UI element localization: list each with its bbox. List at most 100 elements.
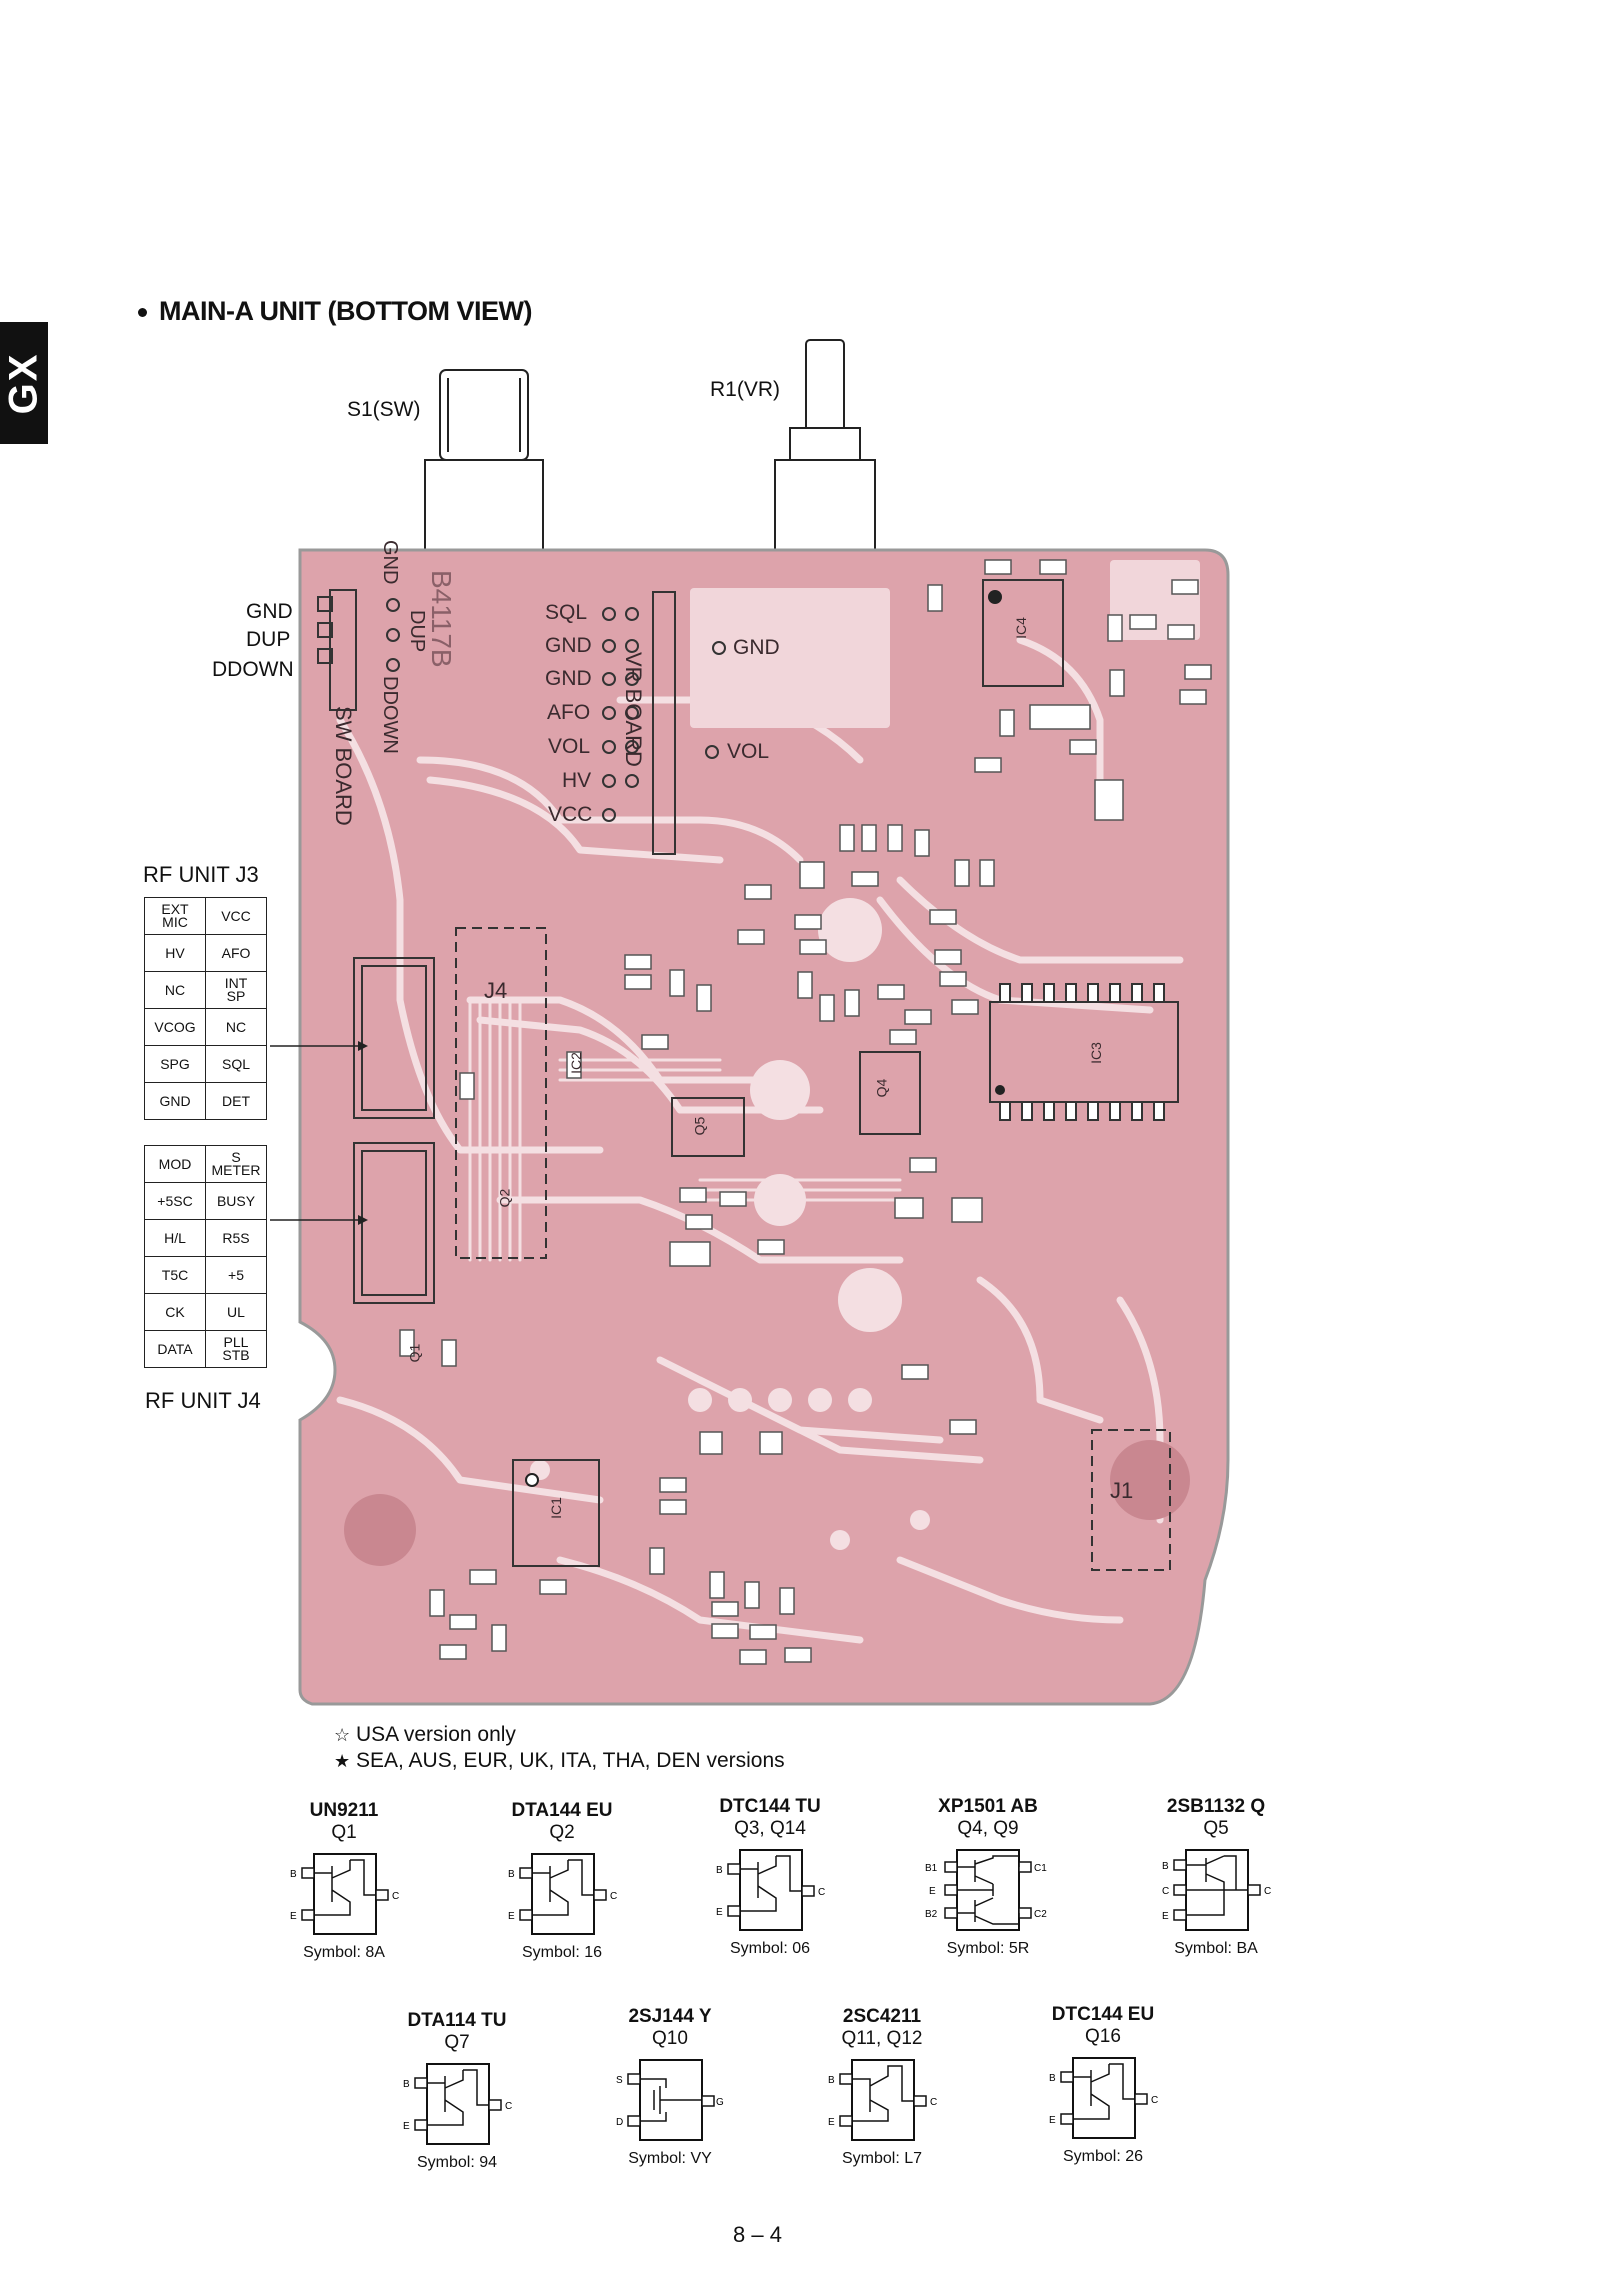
pin-label: C: [930, 2097, 937, 2108]
pin-cell: SPG: [144, 1045, 206, 1083]
pad-label-dup: DUP: [246, 628, 291, 651]
pin-label: C: [1151, 2095, 1158, 2106]
transistor-package-icon: B E C: [508, 1853, 617, 1935]
transistor-q11-q12: 2SC4211 Q11, Q12 B E C Symbol: L7: [792, 2006, 972, 2168]
transistor-package-icon: B E C: [716, 1849, 825, 1931]
pin-cell: VCC: [205, 897, 267, 935]
pin-label: E: [828, 2117, 835, 2128]
vr-pin-vol: VOL: [548, 735, 591, 758]
q1-label: Q1: [406, 1343, 423, 1363]
pin-label: E: [403, 2121, 410, 2132]
table-row: T5C+5: [144, 1256, 267, 1294]
marking-symbol: Symbol: VY: [628, 2150, 712, 2167]
vr-pin-gnd-2: GND: [545, 667, 592, 690]
marking-symbol: Symbol: BA: [1174, 1940, 1258, 1957]
pin-label: E: [929, 1886, 936, 1897]
pin-label: D: [616, 2117, 623, 2128]
transistor-package-icon: B E C: [828, 2059, 937, 2141]
pin-cell: S METER: [205, 1145, 267, 1183]
pin-cell: AFO: [205, 934, 267, 972]
leader-lines: [270, 1041, 368, 1225]
pin-label: E: [716, 1907, 723, 1918]
pin-label: B: [1049, 2073, 1056, 2084]
pin-cell: H/L: [144, 1219, 206, 1257]
vr-board-label: VR BOARD: [621, 652, 646, 767]
pin-cell: +5: [205, 1256, 267, 1294]
transistor-package-icon: B E C: [290, 1853, 399, 1935]
pin-label: E: [1162, 1911, 1169, 1922]
q5-label: Q5: [691, 1116, 708, 1136]
pcb-diagram: [298, 339, 1230, 1706]
marking-symbol: Symbol: L7: [841, 2150, 923, 2167]
part-number: UN9211: [309, 1800, 379, 1821]
vr-pin-sql: SQL: [545, 601, 588, 624]
transistor-package-icon: B E C: [403, 2063, 512, 2145]
pin-label: B: [1162, 1861, 1169, 1872]
transistor-q16: DTC144 EU Q16 B E C Symbol: 26: [1013, 2004, 1193, 2166]
page-number: 8 – 4: [733, 2222, 782, 2247]
section-title-text: MAIN-A UNIT (BOTTOM VIEW): [159, 296, 532, 326]
transistor-package-icon: S D G: [616, 2059, 724, 2141]
pin-cell: NC: [144, 971, 206, 1009]
ic1-label: IC1: [547, 1497, 564, 1519]
note-text: USA version only: [356, 1723, 516, 1746]
vr-pin-vcc: VCC: [548, 803, 593, 826]
pin-cell: +5SC: [144, 1182, 206, 1220]
pin-label: B1: [925, 1863, 938, 1874]
sw-pin-dup: DUP: [406, 610, 428, 653]
board-code: B4117B: [426, 570, 457, 668]
vr-pin-hv: HV: [562, 769, 592, 792]
transistor-q5: 2SB1132 Q Q5 B C E C Symbol: BA: [1126, 1796, 1306, 1958]
transistor-q7: DTA114 TU Q7 B E C Symbol: 94: [367, 2010, 547, 2172]
pin-cell: VCOG: [144, 1008, 206, 1046]
pin-cell: INT SP: [205, 971, 267, 1009]
pin-label: C2: [1034, 1909, 1047, 1920]
pin-cell: PLL STB: [205, 1330, 267, 1368]
solid-star-icon: ★: [334, 1751, 351, 1771]
transistor-package-icon: B E C: [1049, 2057, 1158, 2139]
q2-label: Q2: [496, 1188, 513, 1208]
pin-label: C: [610, 1891, 617, 1902]
pin-label: E: [290, 1911, 297, 1922]
pin-cell: SQL: [205, 1045, 267, 1083]
marking-symbol: Symbol: 8A: [303, 1944, 385, 1961]
pin-cell: HV: [144, 934, 206, 972]
pin-label: B2: [925, 1909, 938, 1920]
pin-cell: GND: [144, 1082, 206, 1120]
hollow-star-icon: ☆: [334, 1725, 351, 1745]
sw-pin-ddown: DDOWN: [379, 676, 401, 754]
pin-label: B: [290, 1869, 297, 1880]
pin-label: E: [1049, 2115, 1056, 2126]
transistor-q2: DTA144 EU Q2 B E C Symbol: 16: [472, 1800, 652, 1962]
bullet-icon: [138, 308, 147, 318]
pin-cell: MOD: [144, 1145, 206, 1183]
part-number: DTC144 EU: [1051, 2004, 1155, 2025]
transistor-q4-q9: XP1501 AB Q4, Q9 B1 E B2 C1 C2 Symbol: 5…: [898, 1796, 1078, 1958]
ref-designator: Q10: [652, 2028, 688, 2049]
section-tab: GX: [0, 322, 48, 444]
pin-cell: DATA: [144, 1330, 206, 1368]
pin-label: B: [828, 2075, 835, 2086]
q4-label: Q4: [873, 1078, 890, 1098]
connector-j4-label: J4: [484, 978, 508, 1003]
part-number: DTA114 TU: [407, 2010, 507, 2031]
ic3-label: IC3: [1087, 1042, 1104, 1064]
marking-symbol: Symbol: 16: [521, 1944, 603, 1961]
sw-pin-gnd: GND: [379, 540, 401, 585]
pin-cell: NC: [205, 1008, 267, 1046]
pin-label: B: [508, 1869, 515, 1880]
part-number: XP1501 AB: [938, 1796, 1038, 1817]
pin-label: B: [716, 1865, 723, 1876]
pin-cell: UL: [205, 1293, 267, 1331]
version-notes: ☆USA version only ★SEA, AUS, EUR, UK, IT…: [334, 1722, 785, 1774]
vr-pin-afo: AFO: [547, 701, 591, 724]
marking-symbol: Symbol: 5R: [946, 1940, 1030, 1957]
